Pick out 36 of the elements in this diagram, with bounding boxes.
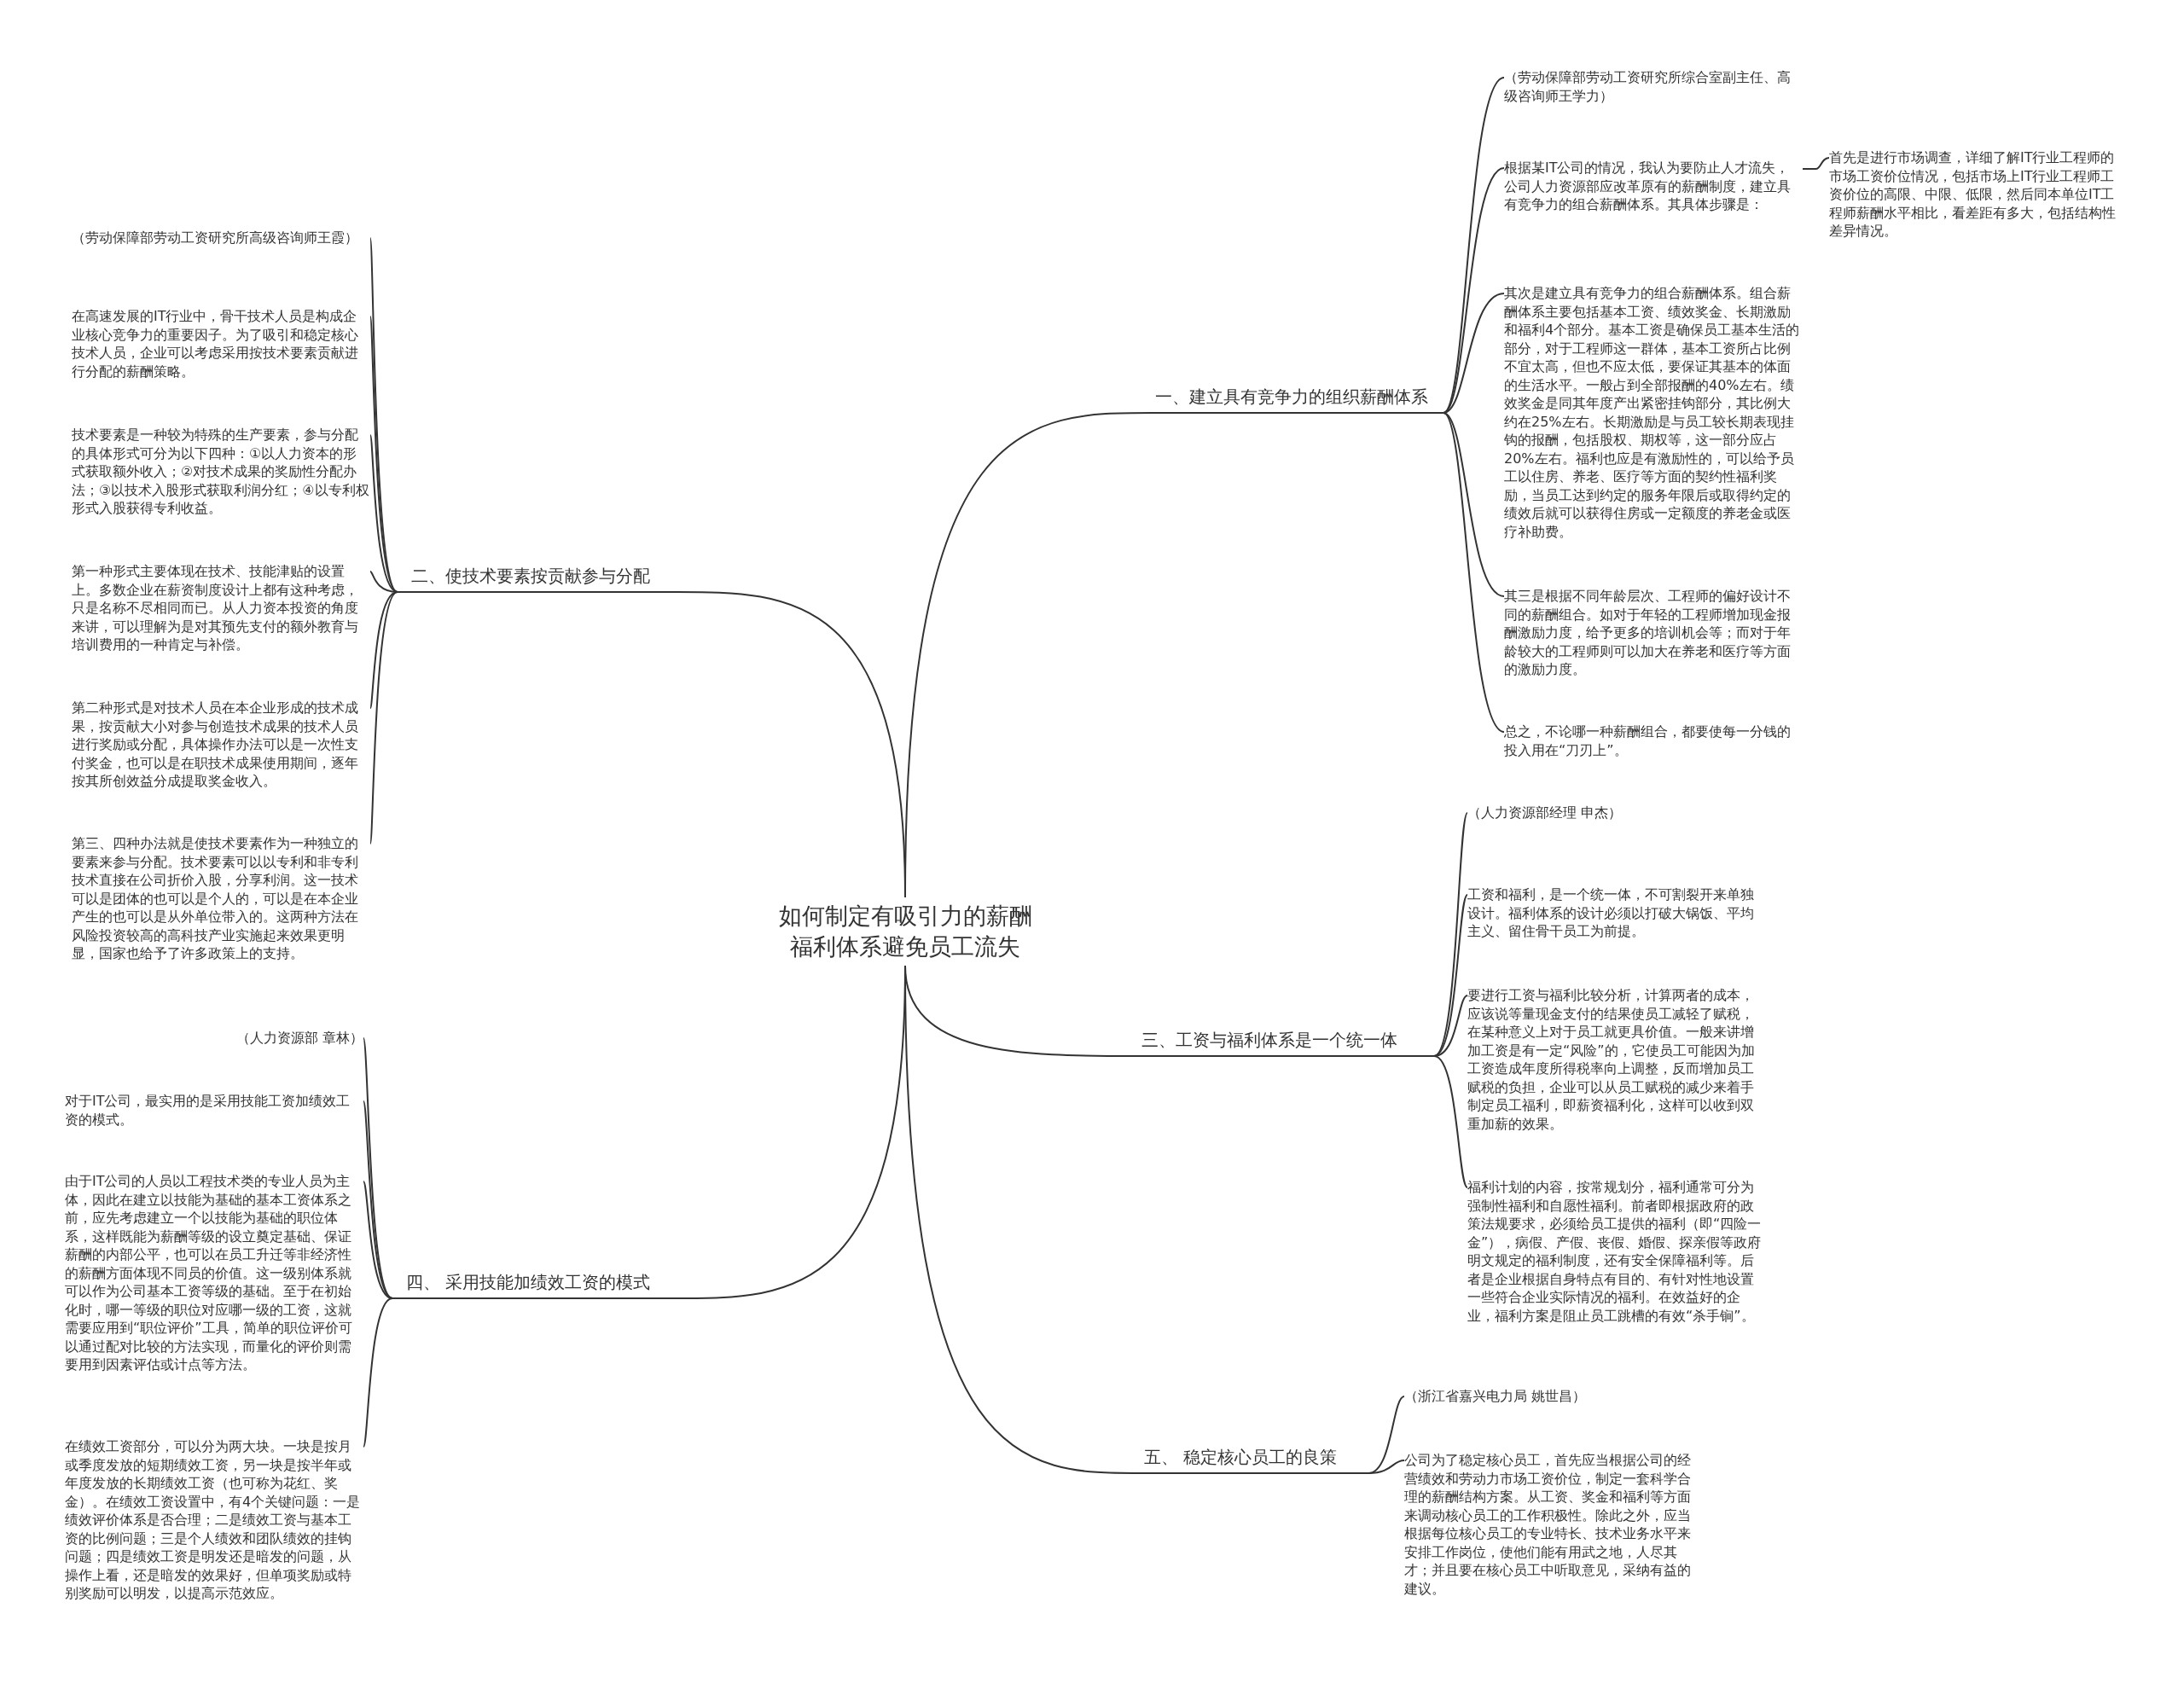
note-text: 对于IT公司，最实用的是采用技能工资加绩效工资的模式。 — [65, 1092, 363, 1129]
connector-line — [1357, 1460, 1405, 1474]
branch-topic: 二、使技术要素按贡献参与分配 — [408, 565, 677, 593]
note-text: 公司为了稳定核心员工，首先应当根据公司的经营绩效和劳动力市场工资价位，制定一套科学合理的薪酬结构方案。从工资、奖金和福利等方面来调动核心员工的工作积极性。除此之外，应当根据每位核心员工的专业特长、技术业务水平来安排工作岗位，使他们能有用武之地，人尽其才；并且要在核心员工中听取意见，采纳有益的建议。 — [1404, 1451, 1703, 1598]
note-text: 第三、四种办法就是使技术要素作为一种独立的要素来参与分配。技术要素可以以专利和非专利技术直接在公司折价入股，分享利润。这一技术可以是团体的也可以是个人的，可以是在本企业产生的也可以是从外单位带入的。这两种方法在风险投资较高的高科技产业实施起来效果更明显，国家也给予了许多政策上的支持。 — [72, 834, 370, 963]
note-text: 在绩效工资部分，可以分为两大块。一块是按月或季度发放的短期绩效工资，另一块是按半年或年度发放的长期绩效工资（也可称为花红、奖金）。在绩效工资设置中，有4个关键问题：一是绩效评价体系是否合理；二是绩效工资与基本工资的比例问题；三是个人绩效和团队绩效的挂钩问题；四是绩效工资是明发还是暗发的问题，从操作上看，还是暗发的效果好，但单项奖励或特别奖励可以明发，以提高示范效应。 — [65, 1437, 363, 1603]
note-text: （劳动保障部劳动工资研究所综合室副主任、高级咨询师王学力） — [1504, 68, 1803, 105]
note-text: 根据某IT公司的情况，我认为要防止人才流失，公司人力资源部应改革原有的薪酬制度，建立具有竞争力的组合薪酬体系。其具体步骤是： — [1504, 159, 1803, 214]
branch-topic: 四、 采用技能加绩效工资的模式 — [403, 1271, 677, 1299]
note-text: 技术要素是一种较为特殊的生产要素，参与分配的具体形式可分为以下四种：①以人力资本的形式获取额外收入；②对技术成果的奖励性分配办法；③以技术入股形式获取利润分红；④以专利权形式入股获得专利收益。 — [72, 426, 370, 518]
central-topic: 如何制定有吸引力的薪酬福利体系避免员工流失 — [773, 897, 1037, 966]
connector-line — [904, 965, 1141, 1474]
note-text: 由于IT公司的人员以工程技术类的专业人员为主体，因此在建立以技能为基础的基本工资体系之前，应先考虑建立一个以技能为基础的职位体系，这样既能为薪酬等级的设立奠定基础、保证薪酬的内部公平，也可以在员工升迁等非经济性的薪酬方面体现不同员的价值。这一级别体系就可以作为公司基本工资等级的基础。至于在初始化时，哪一等级的职位对应哪一级的工资，这就需要应用到“职位评价”工具，简单的职位评价可以通过配对比较的方法实现，而量化的评价则需要用到因素评估或计点等方法。 — [65, 1172, 363, 1374]
note-text: （人力资源部经理 申杰） — [1467, 804, 1766, 822]
branch-topic: 五、 稳定核心员工的良策 — [1141, 1446, 1358, 1474]
connector-line — [1423, 1055, 1468, 1188]
connector-line — [1432, 412, 1505, 733]
note-text: 第二种形式是对技术人员在本企业形成的技术成果，按贡献大小对参与创造技术成果的技术人员进行奖励或分配，具体操作办法可以是一次性支付奖金，也可以是在职技术成果使用期间，逐年按其所创效益分成提取奖金收入。 — [72, 699, 370, 791]
connector-line — [363, 1297, 404, 1448]
note-text: （人力资源部 章林） — [65, 1029, 363, 1048]
note-text: 其三是根据不同年龄层次、工程师的偏好设计不同的薪酬组合。如对于年轻的工程师增加现金报酬激励力度，给予更多的培训机会等；而对于年龄较大的工程师则可以加大在养老和医疗等方面的激励力度。 — [1504, 587, 1803, 679]
note-text: 首先是进行市场调查，详细了解IT行业工程师的市场工资价位情况，包括市场上IT行业工程师工资价位的高限、中限、低限，然后同本单位IT工程师薪酬水平相比，看差距有多大，包括结构性差异情况。 — [1829, 148, 2128, 241]
branch-topic: 一、建立具有竞争力的组织薪酬体系 — [1152, 386, 1433, 414]
connector-line — [676, 591, 906, 898]
note-text: （劳动保障部劳动工资研究所高级咨询师王霞） — [72, 229, 370, 247]
connector-line — [1802, 157, 1830, 170]
note-text: 第一种形式主要体现在技术、技能津贴的设置上。多数企业在薪资制度设计上都有这种考虑，只是名称不尽相同而已。从人力资本投资的角度来讲，可以理解为是对其预先支付的额外教育与培训费用的一种肯定与补偿。 — [72, 562, 370, 654]
branch-topic: 三、工资与福利体系是一个统一体 — [1138, 1029, 1424, 1057]
note-text: 要进行工资与福利比较分析，计算两者的成本，应该说等量现金支付的结果使员工减轻了赋税，在某种意义上对于员工就更具价值。一般来讲增加工资是有一定“风险”的，它使员工可能因为加工资造成年度所得税率向上调整，反而增加员工赋税的负担，企业可以从员工赋税的减少来着手制定员工福利，即薪资福利化，这样可以收到双重加薪的效果。 — [1467, 986, 1766, 1133]
note-text: 在高速发展的IT行业中，骨干技术人员是构成企业核心竞争力的重要因子。为了吸引和稳定核心技术人员，企业可以考虑采用按技术要素贡献进行分配的薪酬策略。 — [72, 307, 370, 380]
note-text: 福利计划的内容，按常规划分，福利通常可分为强制性福利和自愿性福利。前者即根据政府的政策法规要求，必须给员工提供的福利（即“四险一金”），病假、产假、丧假、婚假、探亲假等政府明文规定的福利制度，还有安全保障福利等。后者是企业根据自身特点有目的、有针对性地设置一些符合企业实际情况的福利。在效益好的企业，福利方案是阻止员工跳槽的有效“杀手锏”。 — [1467, 1178, 1766, 1325]
note-text: 工资和福利，是一个统一体，不可割裂开来单独设计。福利体系的设计必须以打破大锅饭、平均主义、留住骨干员工为前提。 — [1467, 885, 1766, 941]
note-text: （浙江省嘉兴电力局 姚世昌） — [1404, 1387, 1587, 1406]
note-text: 总之，不论哪一种薪酬组合，都要使每一分钱的投入用在“刀刃上”。 — [1504, 723, 1803, 759]
note-text: 其次是建立具有竞争力的组合薪酬体系。组合薪酬体系主要包括基本工资、绩效奖金、长期激励和福利4个部分。基本工资是确保员工基本生活的部分，对于工程师这一群体，基本工资所占比例不宜太高，但也不应太低，要保证其基本的体面的生活水平。一般占到全部报酬的40%左右。绩效奖金是同其年度产出紧密挂钩部分，其比例大约在25%左右。长期激励是与员工较长期表现挂钩的报酬，包括股权、期权等，这一部分应占20%左右。福利也应是有激励性的，可以给予员工以住房、养老、医疗等方面的契约性福利奖励，当员工达到约定的服务年限后或取得约定的绩效后就可以获得住房或一定额度的养老金或医疗补助费。 — [1504, 284, 1803, 541]
connector-line — [369, 591, 409, 844]
